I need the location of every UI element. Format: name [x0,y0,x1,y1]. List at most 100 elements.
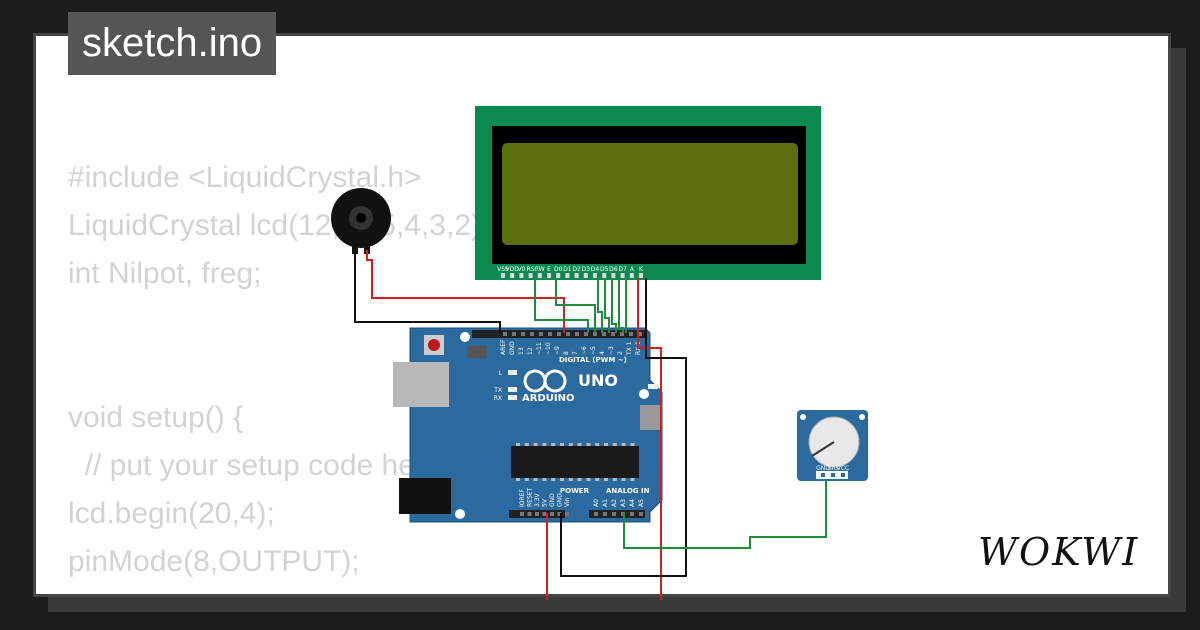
chip-pin [560,443,564,446]
svg-text:POWER: POWER [560,487,590,495]
lcd-pin-vdd: VDD [506,266,520,278]
lcd-pin-d4: D4 [591,266,599,278]
uno-pin-a1: A1 [602,499,609,516]
chip-pin [595,478,600,481]
chip-pin [612,478,617,481]
lcd-pin-d6: D6 [609,266,618,278]
svg-text:D7: D7 [618,266,627,273]
svg-text:ARDUINO: ARDUINO [522,393,574,404]
uno-pin-9: ~9 [554,332,561,355]
svg-text:D5: D5 [600,266,609,273]
svg-text:E: E [547,266,551,273]
svg-text:ANALOG IN: ANALOG IN [606,487,650,495]
lcd-pin-k: K [639,266,644,278]
wokwi-logo: WOKWI [978,530,1137,574]
svg-text:D2: D2 [572,266,581,273]
chip-pin [621,443,626,446]
uno-pin-4: 4 [599,332,606,355]
svg-text:RX: RX [494,395,502,402]
uno-pin-a4: A4 [629,499,636,516]
chip-pin [516,443,520,446]
uno-pin-a2: A2 [611,499,618,516]
uno-pin-5: ~5 [590,332,597,355]
uno-pin-2: 2 [617,332,624,355]
uno-pin-11: ~11 [536,332,543,355]
svg-text:2: 2 [617,351,624,355]
buzzer[interactable] [331,188,391,254]
svg-text:GND: GND [557,493,564,507]
chip-pin [568,478,573,481]
pot-pin-sig: SIG [828,465,839,477]
uno-pin-gnd: GND [557,493,564,516]
usb-connector [393,362,449,407]
lcd-pin-e: E [547,266,551,278]
svg-text:L: L [499,370,503,377]
svg-text:A5: A5 [638,499,645,507]
svg-text:VCC: VCC [837,465,849,472]
svg-text:A: A [630,266,635,273]
wires [354,248,827,600]
chip-pin [586,478,591,481]
svg-text:IOREF: IOREF [519,489,526,507]
svg-text:Vin: Vin [564,497,571,507]
lcd-pin-d3: D3 [582,266,590,278]
svg-text:A3: A3 [620,499,627,507]
lcd-pin-d0: D0 [554,266,563,278]
uno-pin-13: 13 [518,332,525,355]
svg-text:~11: ~11 [536,342,543,355]
uno-pin-6: ~6 [581,332,588,355]
svg-text:K: K [639,266,644,273]
uno-pin-a5: A5 [638,499,645,516]
sketch-title-badge: sketch.ino [68,12,277,75]
svg-text:V0: V0 [517,266,525,273]
uno-pin-5v: 5V [542,498,549,516]
chip-pin [586,443,591,446]
svg-text:D0: D0 [554,266,563,273]
chip-pin [533,478,538,481]
svg-text:SIG: SIG [828,465,839,472]
chip-pin [604,443,608,446]
lcd-pin-rw: RW [535,266,545,278]
led-l: L [499,370,517,377]
chip-pin [630,478,635,481]
svg-text:~9: ~9 [554,346,561,355]
chip-pin [551,443,556,446]
svg-text:VSS: VSS [497,266,509,273]
chip-pin [630,443,635,446]
microcontroller-chip [511,446,639,478]
svg-text:3.3V: 3.3V [534,492,541,507]
svg-text:A0: A0 [593,499,600,507]
svg-text:~3: ~3 [608,346,615,355]
chip-pin [604,478,608,481]
svg-text:DIGITAL (PWM ~): DIGITAL (PWM ~) [559,356,627,364]
uno-pin-a0: A0 [593,499,600,516]
svg-text:GND: GND [816,465,830,472]
chip-pin [533,443,538,446]
lcd-pin-v0: V0 [517,266,526,278]
svg-text:D6: D6 [609,266,618,273]
led-tx: TX [493,387,517,394]
pot-pin-gnd: GND [816,465,830,477]
svg-text:A2: A2 [611,499,618,507]
uno-pin-3: ~3 [608,332,615,355]
chip-pin [595,443,600,446]
svg-text:AREF: AREF [500,339,507,355]
chip-pin [524,443,529,446]
led-rx: RX [494,395,517,402]
uno-pin-33v: 3.3V [534,492,541,516]
svg-text:VDD: VDD [506,266,520,273]
uno-pin-gnd: GND [509,332,516,355]
svg-text:D1: D1 [563,266,572,273]
svg-text:RW: RW [535,266,545,273]
chip-pin [568,443,573,446]
lcd-pin-rs: RS [527,266,535,278]
uno-pin-8: 8 [563,332,570,355]
chip-pin [542,443,547,446]
